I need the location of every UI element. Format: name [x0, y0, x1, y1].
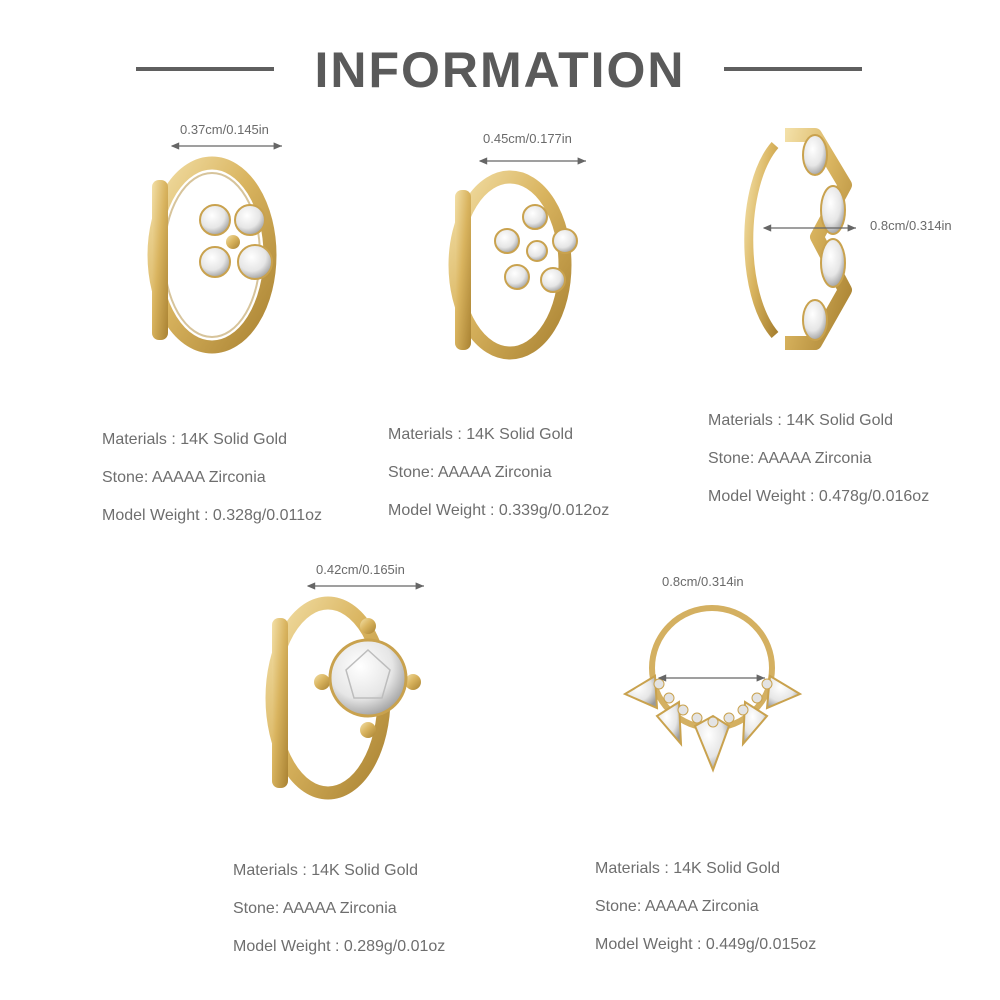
materials-text: Materials : 14K Solid Gold	[233, 862, 418, 879]
header-rule-left	[136, 67, 274, 71]
spec-list: Materials : 14K Solid Gold Stone: AAAAA …	[388, 416, 609, 530]
septum-clicker-ring-image	[622, 605, 803, 773]
header-rule-right	[724, 67, 862, 71]
spec-list: Materials : 14K Solid Gold Stone: AAAAA …	[595, 850, 816, 964]
solitaire-huggie-earring-image	[265, 596, 421, 800]
dimension-arrow	[762, 224, 856, 232]
page-title: INFORMATION	[314, 42, 686, 98]
spec-list: Materials : 14K Solid Gold Stone: AAAAA …	[233, 852, 445, 966]
weight-text: Model Weight : 0.449g/0.015oz	[595, 936, 817, 953]
dimension-label: 0.42cm/0.165in	[316, 562, 405, 577]
materials-text: Materials : 14K Solid Gold	[708, 412, 893, 429]
dimension-arrow	[657, 674, 765, 682]
spec-list: Materials : 14K Solid Gold Stone: AAAAA …	[708, 402, 929, 516]
dimension-arrow	[478, 157, 586, 165]
materials-text: Materials : 14K Solid Gold	[102, 431, 287, 448]
flower-huggie-earring-image	[448, 170, 578, 360]
marquise-clicker-ring-image	[744, 128, 852, 350]
dimension-arrow	[306, 582, 424, 590]
spec-list: Materials : 14K Solid Gold Stone: AAAAA …	[102, 421, 322, 535]
stone-text: Stone: AAAAA Zirconia	[102, 469, 266, 486]
weight-text: Model Weight : 0.328g/0.011oz	[102, 507, 322, 524]
dimension-arrow	[170, 142, 282, 150]
stone-text: Stone: AAAAA Zirconia	[595, 898, 759, 915]
dimension-label: 0.37cm/0.145in	[180, 122, 269, 137]
stone-text: Stone: AAAAA Zirconia	[388, 464, 552, 481]
weight-text: Model Weight : 0.339g/0.012oz	[388, 502, 610, 519]
dimension-label: 0.45cm/0.177in	[483, 131, 572, 146]
weight-text: Model Weight : 0.478g/0.016oz	[708, 488, 930, 505]
butterfly-huggie-earring-image	[147, 156, 277, 354]
materials-text: Materials : 14K Solid Gold	[595, 860, 780, 877]
stone-text: Stone: AAAAA Zirconia	[708, 450, 872, 467]
dimension-label: 0.8cm/0.314in	[662, 574, 744, 589]
stone-text: Stone: AAAAA Zirconia	[233, 900, 397, 917]
materials-text: Materials : 14K Solid Gold	[388, 426, 573, 443]
dimension-label: 0.8cm/0.314in	[870, 218, 952, 233]
weight-text: Model Weight : 0.289g/0.01oz	[233, 938, 446, 955]
